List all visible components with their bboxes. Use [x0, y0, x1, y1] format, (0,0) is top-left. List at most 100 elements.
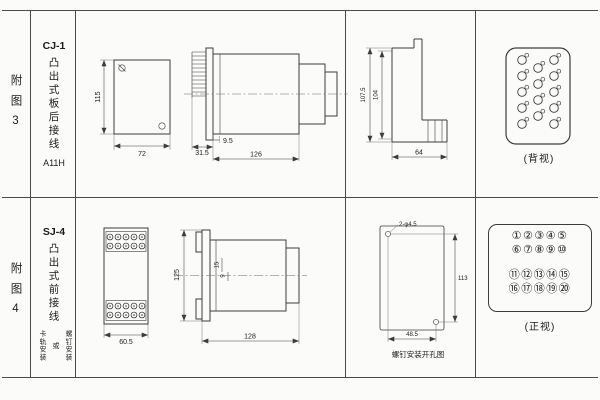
- terminal-circle: [517, 71, 527, 81]
- dim-128: 128: [201, 303, 300, 344]
- terminal-screw: [130, 233, 138, 241]
- terminal-number-bubble: [556, 84, 562, 90]
- mounting-note-part: 螺钉安装: [64, 330, 71, 362]
- terminal-screw-center: [141, 245, 143, 247]
- terminal-screw: [138, 302, 146, 310]
- cj1-rear-terminal-drawing: [505, 47, 571, 145]
- terminal-row: ①②③④⑤: [511, 230, 569, 242]
- terminal-number-bubble: [556, 100, 562, 106]
- terminal-screw: [106, 242, 114, 250]
- dim-text: 64: [415, 150, 423, 157]
- terminal-circle: [549, 103, 559, 113]
- terminal-circle: [549, 87, 559, 97]
- terminal-row: ⑯⑰⑱⑲⑳: [508, 282, 572, 295]
- terminal-circle: [549, 71, 559, 81]
- terminal-screw: [106, 311, 114, 319]
- terminal-circle: [517, 103, 527, 113]
- terminal-screw: [114, 311, 122, 319]
- terminal-row: ⑥⑦⑧⑨⑩: [511, 243, 569, 256]
- dim-small-b: 9: [221, 272, 229, 281]
- sj4-side-view-drawing: 125 15 9 128: [174, 229, 307, 344]
- terminal-screw: [130, 302, 138, 310]
- figure3-code: A11H: [43, 158, 65, 168]
- figure3-description: 凸出式板后接线: [33, 57, 75, 152]
- sj4-front-view-drawing: 60.5: [103, 227, 149, 346]
- terminal-circle: [517, 119, 527, 129]
- front-view-label: (正视): [524, 322, 556, 333]
- terminal-screw-center: [117, 236, 119, 238]
- terminal-number-bubble: [540, 60, 546, 66]
- terminal-screw-center: [117, 314, 119, 316]
- dim-text: 107.5: [361, 87, 367, 103]
- terminal-number-bubble: [556, 116, 562, 122]
- terminal-screw-center: [133, 305, 135, 307]
- dim-text: 72: [138, 151, 146, 158]
- dim-125: 125: [174, 229, 202, 322]
- terminal-screw: [130, 242, 138, 250]
- drill-hole: [433, 319, 439, 325]
- terminal-screw: [138, 242, 146, 250]
- figure4-description-text: 凸出式前接线: [47, 243, 60, 324]
- terminal-screw-center: [117, 245, 119, 247]
- terminal-circle: [533, 79, 543, 89]
- terminal-screw: [106, 302, 114, 310]
- terminal-number-bubble: [524, 68, 530, 74]
- mounting-hole: [118, 64, 126, 72]
- dim-text: 9.5: [223, 138, 233, 145]
- mounting-note-part: 或: [51, 341, 58, 350]
- grid-line-v3: [345, 10, 346, 378]
- dim-text: 126: [250, 152, 262, 159]
- drill-template-caption: 螺钉安装开孔图: [391, 350, 445, 359]
- dim-height-115: 115: [95, 59, 114, 135]
- terminal-screw: [114, 302, 122, 310]
- terminal-number-bubble: [524, 52, 530, 58]
- terminal-screw: [106, 233, 114, 241]
- mounting-hole: [158, 122, 166, 130]
- cj1-panel-profile-drawing: 107.5 104 64: [361, 38, 448, 160]
- dim-107-5: 107.5: [361, 47, 392, 143]
- cj1-side-view-drawing: 9.5 31.5 126: [184, 47, 348, 162]
- terminal-screw-center: [109, 245, 111, 247]
- terminal-group-top: [105, 231, 147, 252]
- terminal-screw: [122, 302, 130, 310]
- terminal-screw-center: [109, 305, 111, 307]
- dim-text: 31.5: [195, 150, 209, 157]
- terminal-number-bubble: [556, 52, 562, 58]
- terminal-number-bubble: [540, 92, 546, 98]
- dim-104: 104: [374, 50, 392, 140]
- terminal-number-bubble: [524, 100, 530, 106]
- terminal-row-gap: [489, 257, 591, 269]
- grid-line-top: [2, 10, 598, 11]
- grid-line-middle: [2, 197, 598, 198]
- dim-text: 9: [221, 274, 227, 278]
- case-outline: [103, 227, 149, 325]
- terminal-circle: [517, 55, 527, 65]
- figure4-mounting-note: 卡轨安装 或 螺钉安装: [33, 330, 75, 361]
- terminal-circle: [533, 111, 543, 121]
- terminal-circle: [533, 95, 543, 105]
- terminal-row: ⑪⑫⑬⑭⑮: [508, 269, 572, 281]
- terminal-screw: [130, 311, 138, 319]
- terminal-pins: [191, 51, 206, 98]
- terminal-screw-center: [133, 314, 135, 316]
- figure3-index: 附图3: [2, 74, 29, 136]
- terminal-screw-center: [125, 305, 127, 307]
- terminal-number-bubble: [556, 68, 562, 74]
- grid-line-v2: [75, 10, 76, 378]
- terminal-screw-center: [141, 305, 143, 307]
- terminal-circle: [517, 87, 527, 97]
- terminal-number-bubble: [540, 108, 546, 114]
- dim-113: 113: [391, 233, 468, 323]
- dim-31-5: 31.5: [191, 98, 213, 157]
- terminal-block-outline: [505, 47, 571, 145]
- terminal-screw-center: [125, 236, 127, 238]
- terminal-lump-bottom: [195, 298, 203, 320]
- terminal-screw-center: [109, 314, 111, 316]
- drill-hole: [385, 231, 391, 237]
- dim-text: 115: [95, 91, 102, 102]
- terminal-number-bubble: [524, 116, 530, 122]
- dim-60-5: 60.5: [103, 324, 149, 346]
- terminal-lump-top: [195, 231, 203, 253]
- dim-width-72: 72: [113, 134, 171, 158]
- dim-64: 64: [391, 142, 448, 160]
